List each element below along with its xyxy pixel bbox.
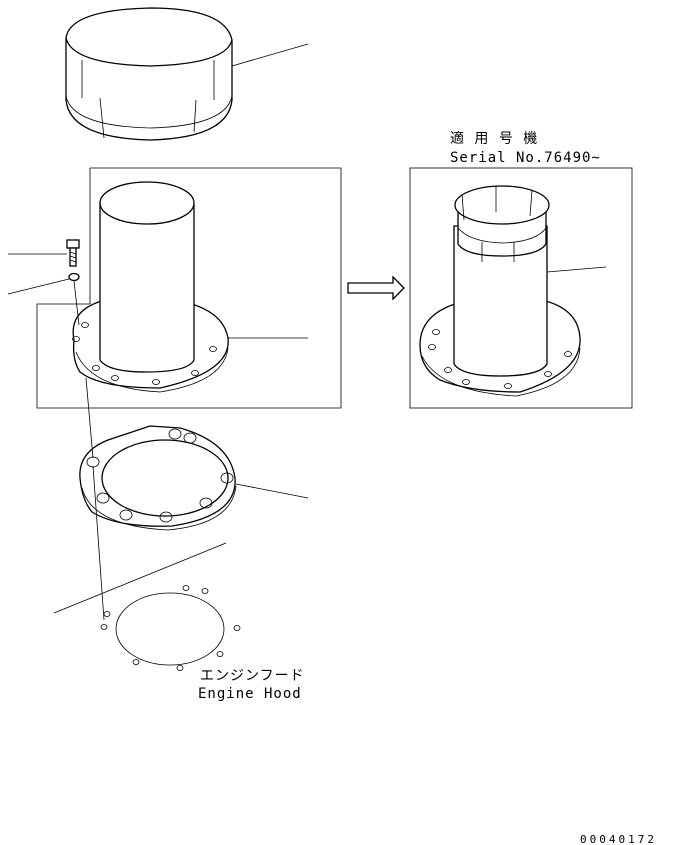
drawing-number: 00040172 xyxy=(580,833,657,845)
arrow-right-icon xyxy=(347,275,405,301)
detail-frame-right xyxy=(409,167,633,409)
flange-holes xyxy=(72,322,217,385)
detail-frame-left xyxy=(36,167,342,409)
leader-line-gasket xyxy=(235,483,309,499)
precleaner-cap xyxy=(65,7,233,141)
serial-number-label: Serial No.76490~ xyxy=(450,150,601,166)
exhaust-pipe-old xyxy=(72,181,229,393)
center-line-gasket xyxy=(85,377,94,459)
bolt xyxy=(66,239,80,267)
leader-line-washer xyxy=(7,278,70,295)
center-line-bolt xyxy=(73,280,80,326)
center-line-hood xyxy=(92,465,105,621)
applicable-serial-label-jp: 適 用 号 機 xyxy=(450,130,538,147)
gasket xyxy=(79,425,237,531)
leader-line-cap xyxy=(231,43,309,67)
engine-hood-label-en: Engine Hood xyxy=(198,686,302,702)
flange-holes-new xyxy=(428,329,572,389)
engine-hood xyxy=(53,542,241,671)
washer xyxy=(68,272,80,282)
exhaust-pipe-new xyxy=(419,185,581,397)
engine-hood-label-jp: エンジンフード xyxy=(200,668,305,684)
leader-line-pipe-new xyxy=(546,266,607,273)
